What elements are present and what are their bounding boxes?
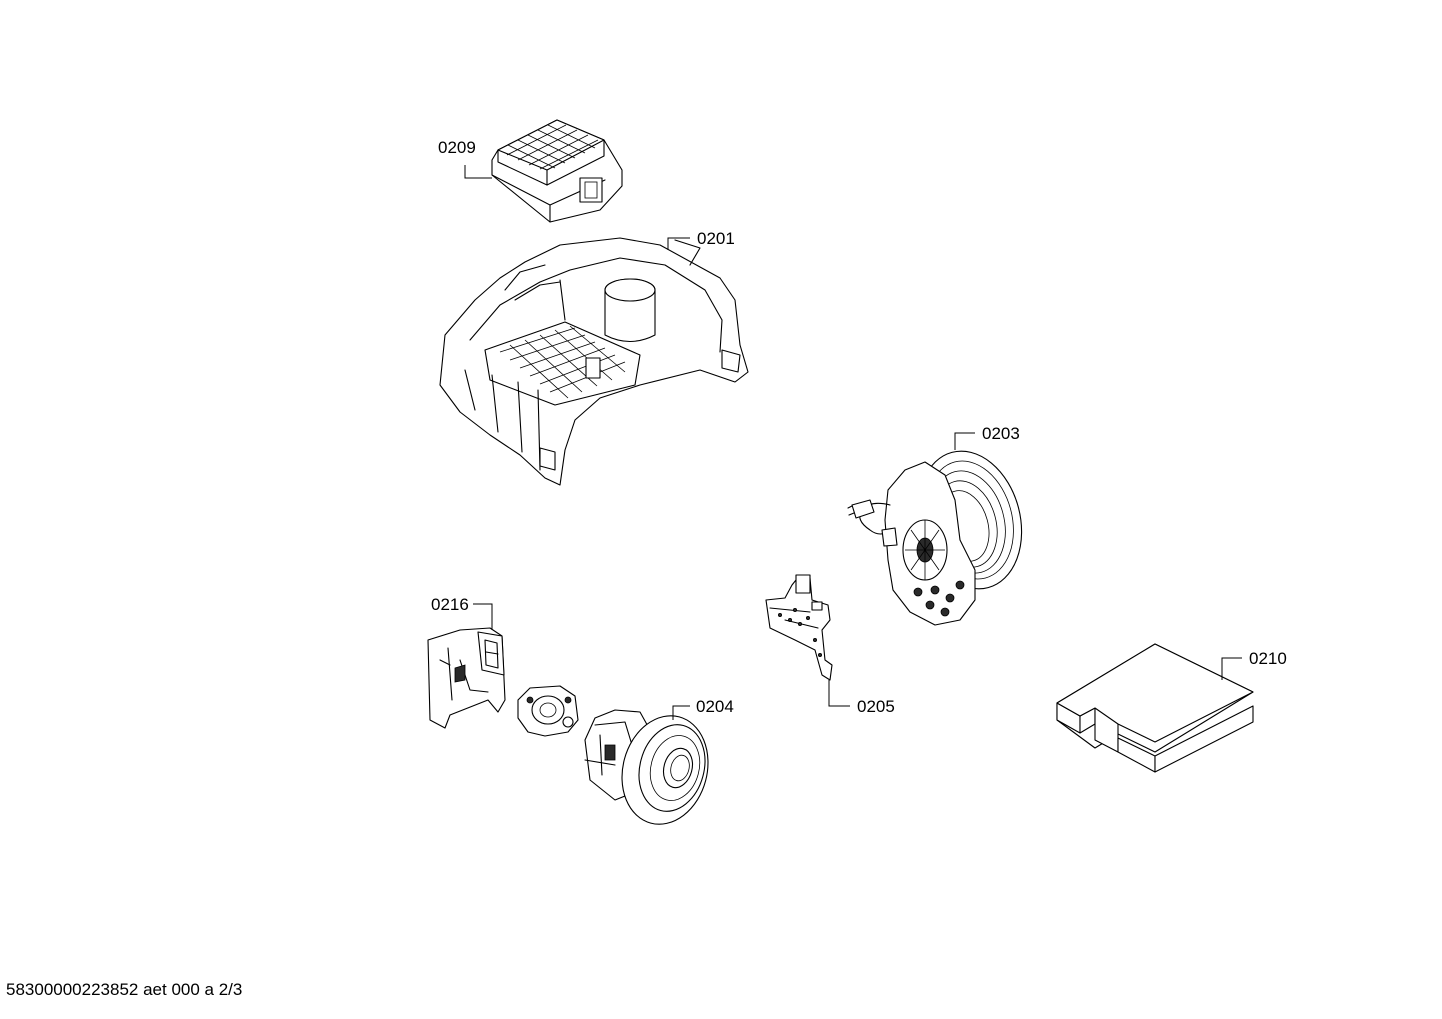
leader-0205 <box>828 680 850 707</box>
label-0204: 0204 <box>696 697 734 716</box>
leader-0204 <box>672 705 690 720</box>
leader-0216 <box>473 603 493 630</box>
part-0201-housing[interactable] <box>439 237 749 486</box>
label-0203: 0203 <box>982 424 1020 443</box>
part-0205-board[interactable] <box>765 574 833 681</box>
drawing-reference: 58300000223852 aet 000 a 2/3 <box>6 980 243 999</box>
leader-0209 <box>464 165 492 179</box>
label-0205: 0205 <box>857 697 895 716</box>
leader-0210 <box>1221 657 1242 680</box>
label-0216: 0216 <box>431 595 469 614</box>
part-0204-bracket[interactable] <box>517 685 579 737</box>
label-0210: 0210 <box>1249 649 1287 668</box>
part-0209-filter[interactable] <box>491 119 623 223</box>
leader-0201 <box>667 237 690 250</box>
leader-0203 <box>954 432 975 450</box>
part-0203-cable-reel[interactable] <box>847 439 1036 626</box>
part-0204-motor[interactable] <box>584 706 720 834</box>
label-0209: 0209 <box>438 138 476 157</box>
part-0216-holder[interactable] <box>427 627 506 729</box>
part-0210-foam[interactable] <box>1056 643 1254 773</box>
label-0201: 0201 <box>697 229 735 248</box>
